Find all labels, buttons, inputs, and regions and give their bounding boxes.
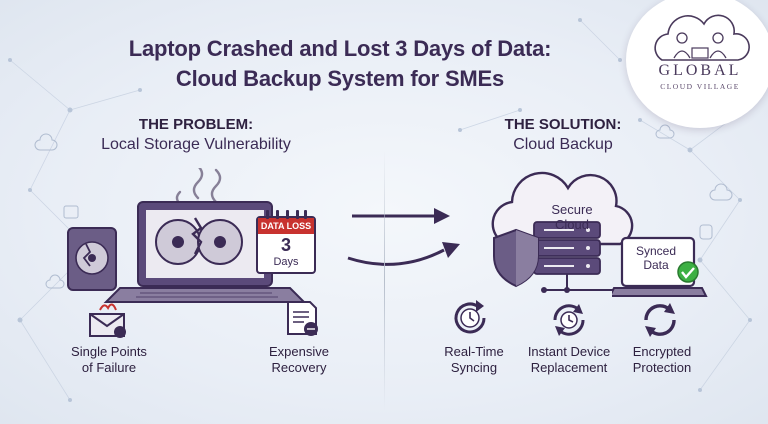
external-drive-icon [67,227,117,291]
problem-subheading: Local Storage Vulnerability [101,136,291,153]
crashed-laptop-illustration [67,168,307,303]
clock-sync-icon [454,300,486,334]
problem-item-single-points: Single Points of Failure [71,344,147,375]
calendar-rings-icon [266,210,307,219]
check-icon [677,261,699,283]
server-stack-icon [533,221,601,275]
calendar-title: DATA LOSS [260,221,312,231]
synced-laptop-illustration [612,236,708,297]
transition-arrows [347,208,460,266]
solution-item-instant-device: Instant Device Replacement [527,344,611,375]
problem-heading: THE PROBLEM: [138,116,254,133]
solution-heading: THE SOLUTION: [504,116,622,133]
broken-hard-disk-icon [155,217,243,265]
secure-cloud-illustration [491,171,634,293]
data-loss-calendar: DATA LOSS 3 Days [256,216,316,274]
synced-data-label: Synced Data [635,244,677,272]
global-cloud-village-logo: GLOBAL CLOUD VILLAGE [626,0,768,128]
invoice-icon [287,301,318,336]
title-line-2: Cloud Backup System for SMEs [175,66,505,91]
solution-item-realtime-syncing: Real-Time Syncing [444,344,504,375]
smoke-icon [175,168,222,206]
page-title: Laptop Crashed and Lost 3 Days of Data: … [60,34,620,94]
solution-item-encrypted-protection: Encrypted Protection [632,344,692,375]
problem-item-expensive-recovery: Expensive Recovery [269,344,329,375]
calendar-number: 3 [280,235,291,255]
solution-subheading: Cloud Backup [513,136,613,153]
clock-refresh-icon [553,304,585,336]
curved-arrow-right-icon [347,242,460,266]
broken-envelope-icon [89,303,126,338]
logo-cloud-people-icon [654,14,750,61]
title-line-1: Laptop Crashed and Lost 3 Days of Data: [128,36,552,61]
calendar-unit: Days [273,256,299,268]
logo-sub-text: CLOUD VILLAGE [660,82,740,91]
arrow-right-icon [352,208,450,224]
secure-cloud-label: Secure Cloud [551,202,593,232]
logo-main-text: GLOBAL [658,62,742,79]
refresh-icon [644,303,676,337]
section-divider [384,150,385,410]
